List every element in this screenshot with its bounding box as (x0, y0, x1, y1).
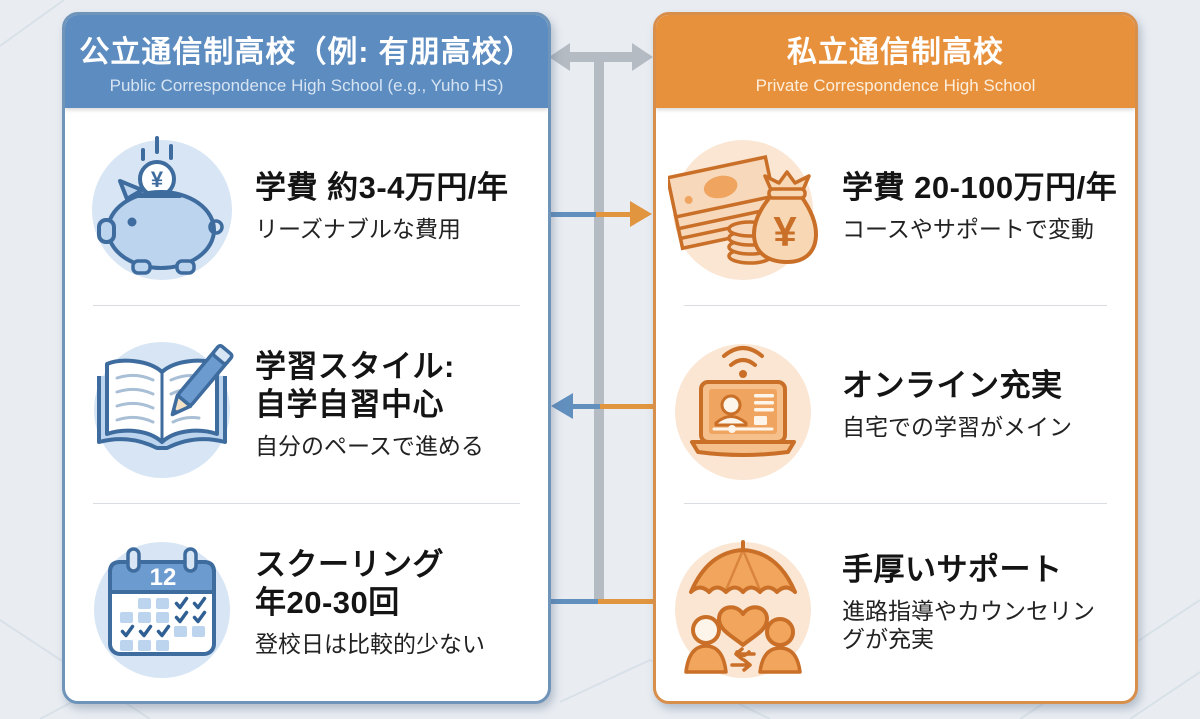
private-online-desc: 自宅での学習がメイン (842, 414, 1072, 441)
private-school-panel: 私立通信制高校 Private Correspondence High Scho… (653, 12, 1138, 704)
private-support-desc: 進路指導やカウンセリン グが充実 (842, 597, 1095, 653)
private-support-heading: 手厚いサポート (842, 551, 1063, 587)
schooling-connector-orange (598, 599, 653, 604)
calendar-month-label: 12 (150, 564, 177, 591)
public-school-panel: 公立通信制高校（例: 有朋高校） Public Correspondence H… (62, 12, 551, 704)
row-divider (93, 503, 520, 504)
row-divider (93, 305, 520, 306)
public-tuition-heading: 学費 約3-4万円/年 (255, 170, 509, 206)
private-school-title: 私立通信制高校 (787, 36, 1004, 69)
two-way-arrow-right-icon (632, 43, 653, 71)
money-bag-icon: ¥ (668, 132, 818, 282)
online-laptop-icon (668, 330, 818, 480)
style-connector-orange (600, 404, 653, 409)
open-book-pencil-icon (87, 330, 237, 480)
public-style-heading: 学習スタイル: 自学自習中心 (255, 349, 455, 423)
row-divider (684, 503, 1107, 504)
cost-connector-blue (551, 212, 596, 217)
style-connector-blue (573, 404, 600, 409)
private-online-heading: オンライン充実 (842, 368, 1063, 404)
public-tuition-desc: リーズナブルな費用 (255, 216, 461, 243)
private-school-header: 私立通信制高校 Private Correspondence High Scho… (656, 15, 1135, 108)
private-tuition-heading: 学費 20-100万円/年 (842, 170, 1118, 206)
calendar-icon: 12 (87, 528, 237, 678)
private-school-rows: ¥ 学費 20-100万円/年 コースやサポートで変動 (656, 108, 1135, 701)
cost-connector-orange (596, 212, 631, 217)
coin-yen-symbol: ¥ (151, 167, 164, 192)
public-schooling-heading: スクーリング 年20-30回 (255, 547, 444, 621)
row-divider (684, 305, 1107, 306)
schooling-connector-blue (551, 599, 598, 604)
two-way-arrow-left-icon (549, 43, 570, 71)
public-school-subtitle: Public Correspondence High School (e.g.,… (109, 76, 504, 95)
umbrella-support-icon (668, 528, 818, 678)
public-style-desc: 自分のペースで進める (255, 432, 484, 459)
private-support-row: 手厚いサポート 進路指導やカウンセリン グが充実 (656, 504, 1135, 701)
private-school-subtitle: Private Correspondence High School (755, 76, 1036, 95)
style-arrow-left-icon (551, 393, 573, 419)
piggy-bank-icon: ¥ (87, 132, 237, 282)
public-tuition-row: ¥ 学費 約3-4万円/年 リーズナブルな費用 (65, 108, 548, 305)
public-school-rows: ¥ 学費 約3-4万円/年 リーズナブルな費用 (65, 108, 548, 701)
vertical-connector-bar (594, 57, 604, 603)
public-schooling-desc: 登校日は比較的少ない (255, 630, 485, 657)
private-tuition-row: ¥ 学費 20-100万円/年 コースやサポートで変動 (656, 108, 1135, 305)
private-online-row: オンライン充実 自宅での学習がメイン (656, 306, 1135, 503)
private-tuition-desc: コースやサポートで変動 (842, 216, 1094, 243)
bag-yen-symbol: ¥ (773, 208, 797, 255)
public-style-row: 学習スタイル: 自学自習中心 自分のペースで進める (65, 306, 548, 503)
public-school-title: 公立通信制高校（例: 有朋高校） (79, 36, 534, 69)
public-schooling-row: 12 スクーリング 年2 (65, 504, 548, 701)
public-school-header: 公立通信制高校（例: 有朋高校） Public Correspondence H… (65, 15, 548, 108)
cost-arrow-right-icon (630, 201, 652, 227)
two-way-arrow-shaft (568, 52, 634, 62)
